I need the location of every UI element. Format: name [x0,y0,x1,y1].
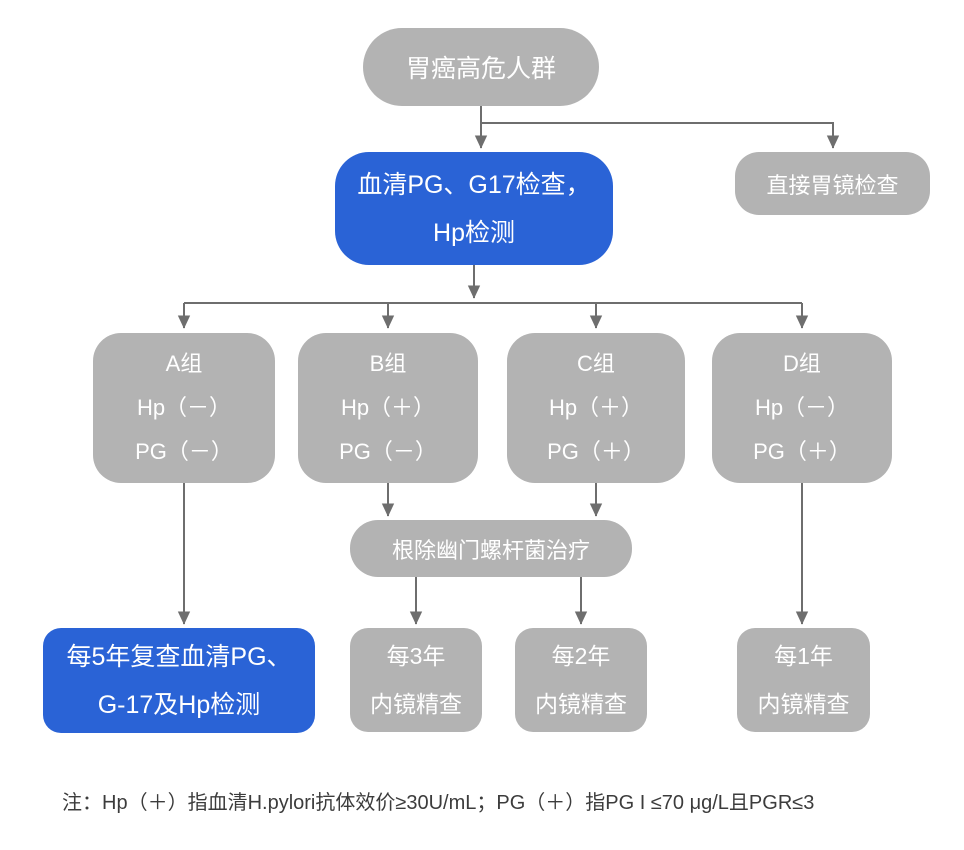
node-line: 内镜精查 [535,691,627,717]
node-followup-every-2-years: 每2年 内镜精查 [515,628,647,732]
node-label: 直接胃镜检查 [766,172,899,198]
group-name: D组 [783,351,821,376]
group-hp-status: Hp（－） [136,395,232,420]
node-group-a: A组 Hp（－） PG（－） [93,333,275,483]
group-name: B组 [369,351,407,376]
group-pg-status: PG（－） [135,439,233,464]
group-hp-status: Hp（－） [754,395,850,420]
group-hp-status: Hp（＋） [548,395,644,420]
node-hp-eradication-treatment: 根除幽门螺杆菌治疗 [350,520,632,577]
node-line: 内镜精查 [370,691,462,717]
group-hp-status: Hp（＋） [340,395,436,420]
node-followup-every-1-year: 每1年 内镜精查 [737,628,870,732]
node-followup-every-3-years: 每3年 内镜精查 [350,628,482,732]
group-name: C组 [577,351,615,376]
node-label: 胃癌高危人群 [405,55,556,83]
edge-highrisk-to-direct [481,122,840,149]
node-line: 每3年 [386,643,446,669]
node-high-risk-population: 胃癌高危人群 [363,28,599,106]
node-line: 每2年 [551,643,611,669]
node-line: 每1年 [774,643,833,669]
node-line: 血清PG、G17检查， [357,170,591,199]
group-name: A组 [165,351,203,376]
node-group-b: B组 Hp（＋） PG（－） [298,333,478,483]
node-line: 内镜精查 [757,691,850,717]
node-group-c: C组 Hp（＋） PG（＋） [507,333,685,483]
node-followup-every-5-years: 每5年复查血清PG、 G-17及Hp检测 [43,628,315,733]
node-line: 每5年复查血清PG、 [66,642,292,671]
node-label: 根除幽门螺杆菌治疗 [391,537,590,563]
node-line: G-17及Hp检测 [97,690,261,719]
footnote: 注：Hp（＋）指血清H.pylori抗体效价≥30U/mL；PG（＋）指PG I… [62,792,815,814]
node-serum-pg-g17-hp-test: 血清PG、G17检查， Hp检测 [335,152,613,265]
group-pg-status: PG（＋） [547,439,645,464]
node-direct-gastroscopy: 直接胃镜检查 [735,152,930,215]
group-pg-status: PG（＋） [753,439,851,464]
node-group-d: D组 Hp（－） PG（＋） [712,333,892,483]
group-pg-status: PG（－） [339,439,437,464]
node-line: Hp检测 [433,218,515,247]
